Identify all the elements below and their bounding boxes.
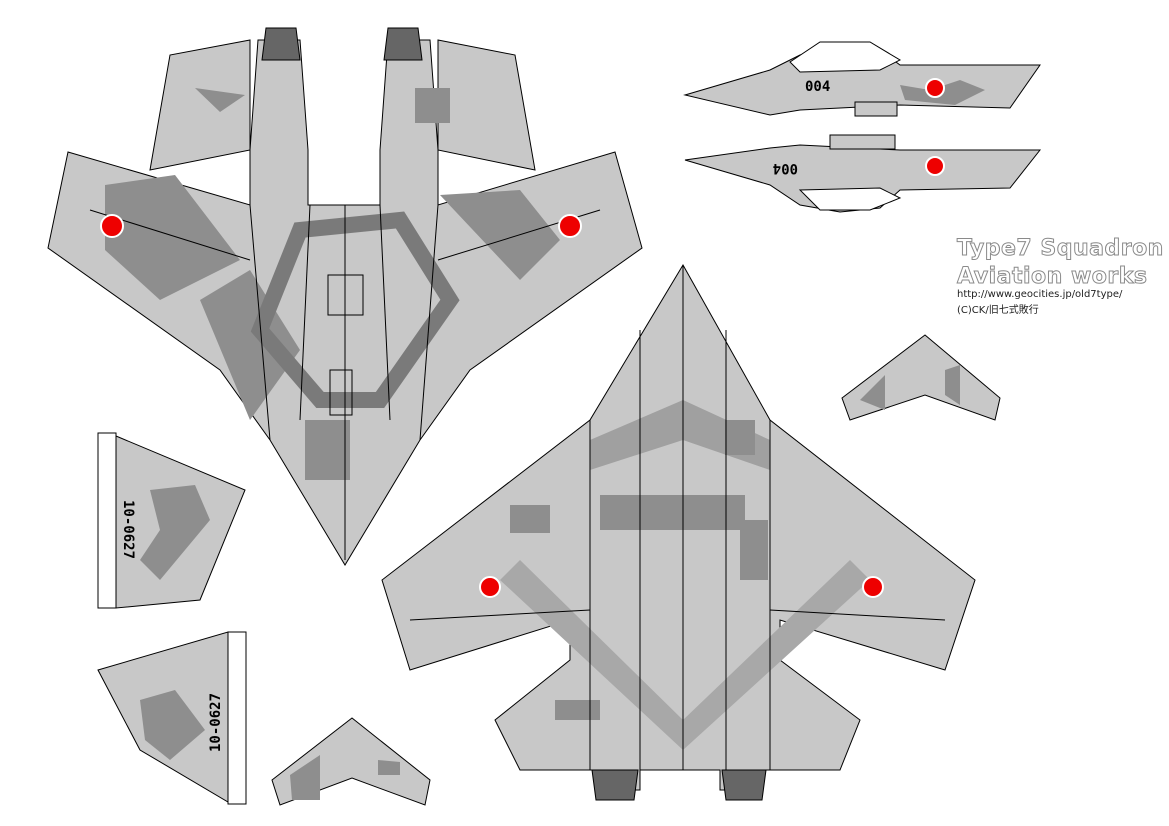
top-view-right-stab bbox=[437, 39, 536, 171]
bottom-view bbox=[381, 264, 976, 801]
side-view-lower-number: 004 bbox=[773, 160, 798, 176]
side-view-lower: 004 bbox=[684, 134, 1042, 213]
top-view-left-nozzle bbox=[261, 27, 301, 61]
bottom-view-left-roundel bbox=[479, 576, 501, 598]
part-small-wing-right-shape bbox=[841, 334, 1001, 421]
side-view-upper-canopy bbox=[789, 41, 902, 73]
side-view-lower-roundel bbox=[925, 156, 945, 176]
credits-title: Type7 Squadron bbox=[957, 236, 1164, 262]
part-fin-left-lower-camo bbox=[140, 690, 205, 760]
top-view-left-roundel bbox=[100, 214, 124, 238]
part-small-wing-bottom bbox=[271, 717, 431, 806]
side-view-upper-fin bbox=[854, 101, 898, 117]
top-view-right-roundel bbox=[558, 214, 582, 238]
part-fin-left-upper: 10-0627 bbox=[97, 432, 246, 609]
top-view-panel-lines bbox=[89, 204, 601, 560]
top-view bbox=[47, 27, 643, 566]
bottom-view-left-nozzle bbox=[591, 769, 639, 801]
part-small-wing-right bbox=[841, 334, 1001, 421]
top-view-tail-notch bbox=[322, 85, 355, 130]
side-view-lower-canopy bbox=[798, 187, 902, 211]
top-view-left-stab bbox=[149, 39, 251, 171]
part-small-wing-right-camo bbox=[860, 365, 960, 410]
credits-subtitle: Aviation works bbox=[956, 264, 1148, 290]
bottom-view-right-roundel bbox=[862, 576, 884, 598]
top-view-camo bbox=[105, 88, 560, 480]
side-view-lower-fuselage bbox=[684, 144, 1042, 213]
credits-copyright: (C)CK/旧七式敗行 bbox=[957, 305, 1039, 316]
part-fin-left-upper-serial: 10-0627 bbox=[120, 500, 136, 559]
bottom-view-panel-lines bbox=[409, 265, 946, 770]
bottom-view-right-nozzle bbox=[721, 769, 767, 801]
side-view-upper: 004 bbox=[683, 41, 1041, 117]
side-view-upper-roundel bbox=[925, 78, 945, 98]
top-view-right-nozzle bbox=[383, 27, 423, 61]
part-fin-left-upper-strip bbox=[97, 432, 117, 609]
part-fin-left-lower: 10-0627 bbox=[97, 631, 247, 805]
part-fin-left-upper-camo bbox=[140, 485, 210, 580]
part-small-wing-bottom-camo bbox=[290, 755, 400, 800]
side-view-upper-number: 004 bbox=[805, 79, 830, 95]
part-fin-left-lower-strip bbox=[227, 631, 247, 805]
bottom-view-camo bbox=[500, 400, 870, 750]
credits-url: http://www.geocities.jp/old7type/ bbox=[957, 289, 1123, 300]
side-view-lower-fin bbox=[829, 134, 896, 150]
part-fin-left-lower-serial: 10-0627 bbox=[208, 693, 224, 752]
